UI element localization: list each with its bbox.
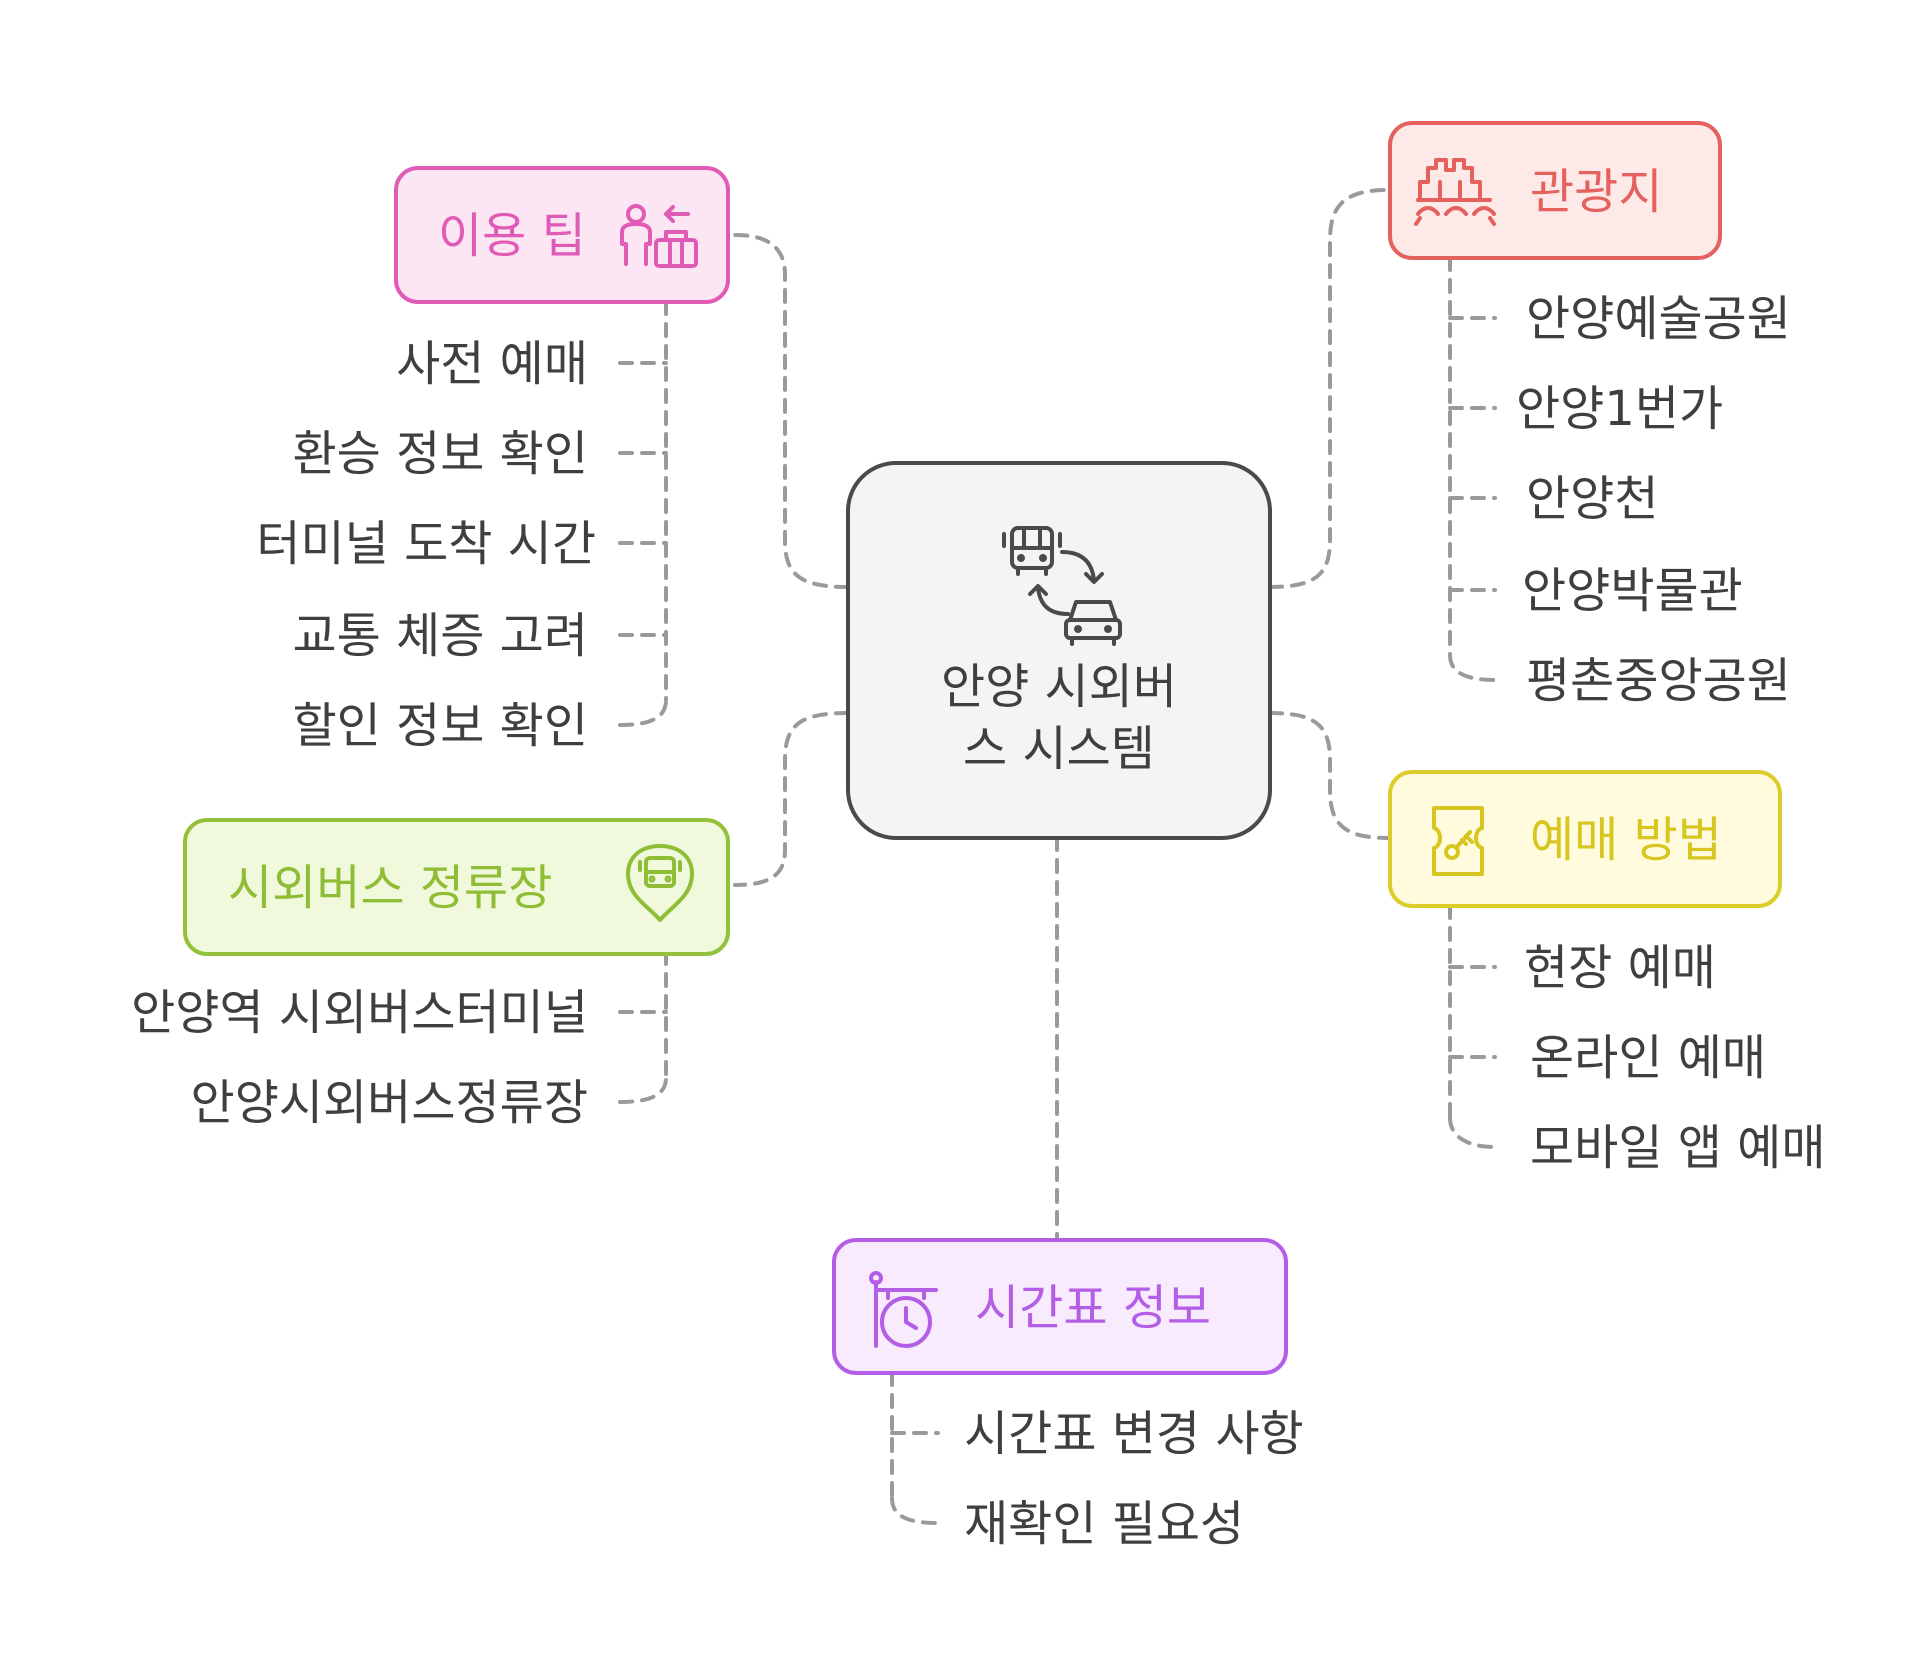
center-label-line-2: 스 시스템 <box>963 721 1155 777</box>
connector-center-booking <box>1268 711 1390 840</box>
connector-tips-leaf-5 <box>618 698 668 727</box>
branch-timetable-node[interactable]: 시간표 정보 <box>832 1238 1288 1375</box>
ticket-key-icon <box>1432 806 1484 876</box>
branch-stops-node[interactable]: 시외버스 정류장 <box>183 818 730 956</box>
branch-sights-label: 관광지 <box>1530 164 1662 220</box>
clock-sign-icon <box>869 1271 938 1348</box>
landmark-icon <box>1414 158 1496 226</box>
branch-tips-label: 이용 팁 <box>438 208 586 264</box>
stops-leaf-1: 안양역 시외버스터미널 <box>131 985 588 1041</box>
booking-leaf-1: 현장 예매 <box>1524 940 1716 996</box>
sights-leaf-2: 안양1번가 <box>1516 381 1723 437</box>
branch-booking-label: 예매 방법 <box>1530 812 1722 868</box>
center-label-line-1: 안양 시외버 <box>941 659 1177 715</box>
traveler-luggage-icon <box>620 204 698 268</box>
connector-sights-leaf-5 <box>1448 653 1497 682</box>
connector-center-stops <box>733 711 850 887</box>
timetable-leaf-1: 시간표 변경 사항 <box>964 1406 1304 1462</box>
center-node-box <box>846 461 1272 840</box>
connector-timetable-leaf-2 <box>890 1496 940 1525</box>
tips-leaf-2: 환승 정보 확인 <box>293 426 588 482</box>
branch-sights-box <box>1388 121 1722 260</box>
branch-timetable-box <box>832 1238 1288 1375</box>
connector-center-sights <box>1268 188 1390 589</box>
branch-booking-box <box>1388 770 1782 908</box>
branch-booking-node[interactable]: 예매 방법 <box>1388 770 1782 908</box>
stops-leaf-2: 안양시외버스정류장 <box>191 1075 588 1131</box>
sights-leaf-3: 안양천 <box>1526 471 1658 527</box>
tips-leaf-4: 교통 체증 고려 <box>293 608 588 664</box>
booking-leaf-2: 온라인 예매 <box>1530 1030 1766 1086</box>
timetable-leaf-2: 재확인 필요성 <box>964 1496 1244 1552</box>
branch-stops-label: 시외버스 정류장 <box>228 860 552 916</box>
bus-location-pin-icon <box>626 844 694 922</box>
branch-tips-node[interactable]: 이용 팁 <box>394 166 730 304</box>
connector-stops-leaf-2 <box>618 1076 668 1104</box>
tips-leaf-1: 사전 예매 <box>396 336 588 392</box>
sights-leaf-5: 평촌중앙공원 <box>1526 653 1791 709</box>
booking-leaf-3: 모바일 앱 예매 <box>1530 1120 1825 1176</box>
branch-timetable-label: 시간표 정보 <box>975 1280 1211 1336</box>
tips-leaf-3: 터미널 도착 시간 <box>256 516 596 572</box>
branch-tips-box <box>394 166 730 304</box>
sights-leaf-1: 안양예술공원 <box>1526 291 1791 347</box>
bus-car-transfer-icon <box>1002 526 1122 646</box>
sights-leaf-4: 안양박물관 <box>1522 563 1743 619</box>
center-node[interactable]: 안양 시외버 스 시스템 <box>846 461 1272 840</box>
branch-stops-box <box>183 818 730 956</box>
tips-leaf-5: 할인 정보 확인 <box>293 698 588 754</box>
branch-sights-node[interactable]: 관광지 <box>1388 121 1722 260</box>
connector-center-tips <box>733 233 850 589</box>
connector-booking-leaf-3 <box>1448 1116 1497 1149</box>
